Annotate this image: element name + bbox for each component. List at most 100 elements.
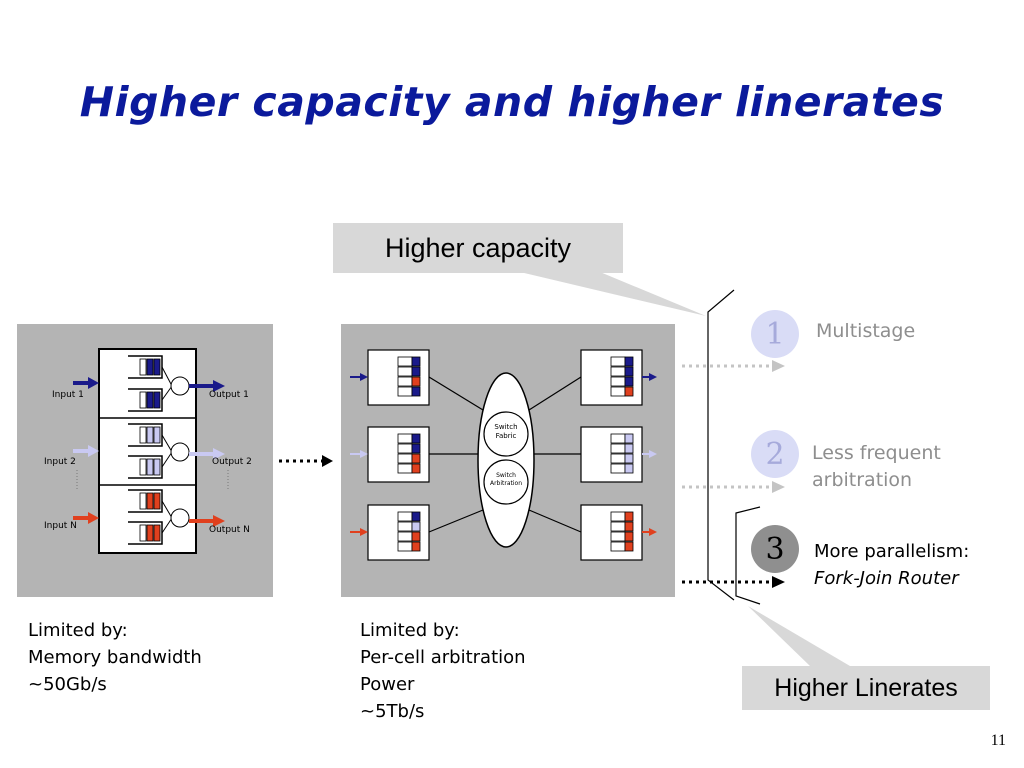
caption-left-line: ~50Gb/s [28,674,107,695]
voq-queue [397,541,413,552]
voq-cell [624,366,634,377]
fabric-link [428,376,484,411]
voq-queue [397,386,413,397]
voq-cell [624,386,634,397]
option-3-badge: 3 [751,525,799,573]
page-number: 11 [990,732,1006,749]
voq-cell [624,453,634,464]
voq-queue [610,521,626,532]
voq-cell [624,511,634,522]
callout-higher-linerates: Higher Linerates [742,666,990,710]
left-arrows [73,377,225,527]
output-merge-circle [170,508,190,528]
switch-arbitration-line1: Switch [496,472,516,479]
option-2-label-line: Less frequent [812,442,941,464]
input-arrow-head [360,528,368,536]
option-1-label-line: Multistage [816,320,916,342]
right-boxes [367,349,643,561]
voq-queue [610,463,626,474]
input-arrow-head [88,445,99,457]
option-3-label-line: Fork-Join Router [814,568,959,589]
queue-cell [153,391,161,409]
voq-queue [610,433,626,444]
fabric-link [428,509,484,533]
right-switch [350,349,657,561]
switch-fabric-circle [483,411,529,457]
title-italic-and: and [464,78,553,126]
connector-arrowhead [322,455,333,467]
voq-queue [397,511,413,522]
output-1-label: Output 1 [209,390,249,400]
queue-cell [146,358,154,376]
voq-queue [610,453,626,464]
option-2-label-line: arbitration [812,469,913,491]
queue-cell [153,426,161,444]
queue-cell-empty [139,524,147,542]
output-arrow-head [649,373,657,381]
queue-cell-empty [139,458,147,476]
voq-cell [411,366,421,377]
voq-cell [411,453,421,464]
input-arrow-head [88,512,99,524]
voq-queue [397,531,413,542]
voq-cell [624,531,634,542]
input-arrow-head [360,373,368,381]
queue-cell [146,492,154,510]
caption-right-line: ~5Tb/s [360,701,425,722]
voq-queue [610,376,626,387]
option-2-badge: 2 [751,430,799,478]
voq-cell [411,386,421,397]
caption-left: Limited by: Memory bandwidth ~50Gb/s [28,617,202,698]
output-2-label: Output 2 [212,457,252,467]
voq-cell [411,376,421,387]
voq-cell [624,463,634,474]
queue-link [161,451,173,468]
right-arrows [350,373,657,536]
output-n-label: Output N [209,525,250,535]
queue-cell-empty [139,391,147,409]
queue-cell [153,492,161,510]
queue-cell [146,426,154,444]
queue-cell [153,458,161,476]
output-arrow-head [213,515,225,527]
voq-queue [397,366,413,377]
input-arrow-head [360,450,368,458]
switch-fabric-label: Switch Fabric [484,423,528,441]
voq-queue [397,433,413,444]
queue-link [161,385,173,401]
option-3-label: More parallelism: Fork-Join Router [814,538,969,592]
voq-cell [411,511,421,522]
option1-arrowhead [772,360,785,372]
voq-queue [610,366,626,377]
voq-cell [624,521,634,532]
input-1-label: Input 1 [52,390,84,400]
fabric-link [528,376,582,411]
option3-arrowhead [772,576,785,588]
right-lines [428,376,582,533]
queue-link [161,434,173,453]
voq-cell [411,463,421,474]
caption-right-line: Limited by: [360,620,460,641]
voq-cell [624,443,634,454]
voq-cell [411,356,421,367]
callout-pointer-linerates [748,606,850,666]
input-2-label: Input 2 [44,457,76,467]
option-1-badge: 1 [751,310,799,358]
title-part2: higher linerates [567,78,945,126]
caption-right-line: Power [360,674,415,695]
voq-queue [397,376,413,387]
voq-cell [411,443,421,454]
queue-link [161,517,173,534]
voq-cell [624,541,634,552]
caption-left-line: Limited by: [28,620,128,641]
fabric-link [528,509,582,533]
voq-queue [397,453,413,464]
voq-queue [397,463,413,474]
caption-right-line: Per-cell arbitration [360,647,526,668]
voq-queue [397,521,413,532]
queue-link [161,366,173,387]
output-arrow-head [213,380,225,392]
voq-cell [624,376,634,387]
bracket-capacity [707,289,735,601]
